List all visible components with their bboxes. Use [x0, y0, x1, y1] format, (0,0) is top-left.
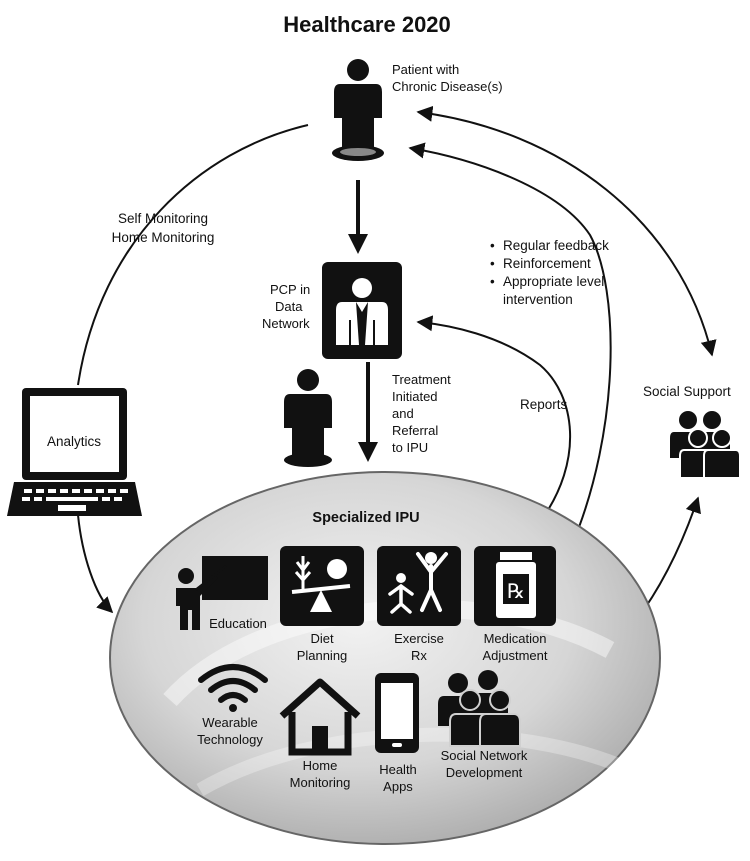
- medication-label-2: Adjustment: [482, 648, 547, 663]
- ipu-swirl: [163, 599, 615, 707]
- social-support-label: Social Support: [643, 384, 731, 399]
- education-label: Education: [209, 616, 267, 631]
- analytics-to-ipu-arrow: [77, 514, 114, 614]
- education-icon: [176, 556, 268, 630]
- social-network-icon: [438, 670, 521, 747]
- feedback-bullet: •: [490, 274, 495, 289]
- monitoring-arc: [77, 124, 309, 386]
- feedback-item: intervention: [503, 292, 573, 307]
- diet-planning-icon: [280, 546, 364, 626]
- medication-label-1: Medication: [484, 631, 547, 646]
- exercise-rx-icon: [377, 546, 461, 626]
- pcp-label-1: PCP in: [270, 282, 310, 297]
- patient-social-arc: [416, 105, 717, 357]
- wearable-label-1: Wearable: [202, 715, 257, 730]
- social-network-label-1: Social Network: [441, 748, 528, 763]
- wifi-dot: [229, 704, 237, 712]
- pcp-label-2: Data: [275, 299, 303, 314]
- referred-patient-icon: [284, 369, 332, 467]
- analytics-label: Analytics: [47, 434, 101, 449]
- patient-label-1: Patient with: [392, 62, 459, 77]
- patient-label-2: Chronic Disease(s): [392, 79, 503, 94]
- pcp-doctor-icon: [322, 262, 402, 359]
- exercise-label-1: Exercise: [394, 631, 444, 646]
- treatment-line: Initiated: [392, 389, 438, 404]
- feedback-item: Regular feedback: [503, 238, 609, 253]
- feedback-bullet: •: [490, 256, 495, 271]
- feedback-item: Reinforcement: [503, 256, 591, 271]
- home-label-1: Home: [303, 758, 338, 773]
- exercise-label-2: Rx: [411, 648, 427, 663]
- monitoring-label-1: Self Monitoring: [118, 211, 208, 226]
- monitoring-label-2: Home Monitoring: [112, 230, 215, 245]
- pcp-label-3: Network: [262, 316, 310, 331]
- feedback-item: Appropriate level: [503, 274, 604, 289]
- social-network-label-2: Development: [446, 765, 523, 780]
- reports-label: Reports: [520, 397, 568, 412]
- feedback-arc: [408, 142, 612, 546]
- rx-symbol: ℞: [507, 579, 525, 603]
- health-apps-label-2: Apps: [383, 779, 413, 794]
- treatment-line: Referral: [392, 423, 438, 438]
- health-apps-label-1: Health: [379, 762, 417, 777]
- reports-arc: [416, 315, 571, 523]
- medication-icon: ℞: [474, 546, 556, 626]
- analytics-laptop-icon: [7, 388, 142, 516]
- diagram-title: Healthcare 2020: [283, 12, 451, 37]
- diet-label-2: Planning: [297, 648, 348, 663]
- feedback-list: • Regular feedback • Reinforcement • App…: [490, 238, 609, 307]
- feedback-bullet: •: [490, 238, 495, 253]
- diet-label-1: Diet: [310, 631, 334, 646]
- wifi-icon: [198, 664, 268, 703]
- treatment-line: and: [392, 406, 414, 421]
- home-icon: [279, 678, 361, 756]
- home-label-2: Monitoring: [290, 775, 351, 790]
- treatment-label: Treatment Initiated and Referral to IPU: [392, 372, 451, 455]
- treatment-line: to IPU: [392, 440, 428, 455]
- phone-icon: [375, 673, 419, 753]
- treatment-line: Treatment: [392, 372, 451, 387]
- social-support-icon: [670, 411, 741, 479]
- wearable-label-2: Technology: [197, 732, 263, 747]
- ipu-title: Specialized IPU: [312, 510, 419, 526]
- patient-icon: [332, 59, 384, 161]
